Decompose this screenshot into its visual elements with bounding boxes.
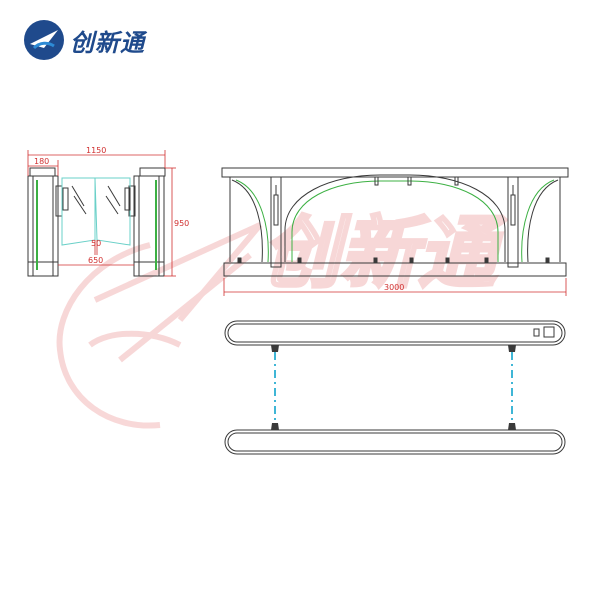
front-view: 3000 xyxy=(221,167,569,296)
side-wing-hinge-left xyxy=(62,185,87,215)
dim-panel-width: 180 xyxy=(34,157,49,166)
side-dimensions xyxy=(27,150,176,277)
dim-height: 950 xyxy=(174,219,189,228)
dim-total-width: 1150 xyxy=(86,146,106,155)
front-base xyxy=(223,262,567,277)
dim-length: 3000 xyxy=(384,283,404,292)
brand-logo: 创新通 xyxy=(22,18,145,62)
plan-view xyxy=(224,320,566,455)
front-center-arch xyxy=(284,174,506,262)
side-glass-wings xyxy=(61,177,131,246)
front-dimension xyxy=(223,278,567,296)
side-right-cabinet xyxy=(128,167,166,277)
side-wing-hinge-right xyxy=(105,185,131,215)
dim-lane: 650 xyxy=(88,256,103,265)
plan-control-panel xyxy=(533,326,555,338)
front-top-beam xyxy=(221,167,569,178)
front-left-end xyxy=(229,177,269,263)
side-view: 1150 180 50 650 950 xyxy=(27,146,189,277)
watermark-text: 创新通 xyxy=(262,209,507,299)
plan-sensor-right xyxy=(508,345,516,430)
front-right-end xyxy=(521,177,561,263)
brand-name: 创新通 xyxy=(70,28,145,57)
plan-top-cabinet xyxy=(224,320,566,346)
plan-sensor-left xyxy=(271,345,279,430)
brand-logo-icon xyxy=(24,20,64,60)
dim-gap: 50 xyxy=(91,239,101,248)
front-left-post xyxy=(270,176,282,268)
front-right-post xyxy=(507,176,519,268)
watermark-logo-icon xyxy=(56,222,263,429)
plan-bottom-cabinet xyxy=(224,429,566,455)
side-left-cabinet xyxy=(27,167,63,277)
front-top-clips xyxy=(374,176,459,186)
watermark: 创新通 xyxy=(56,208,509,429)
